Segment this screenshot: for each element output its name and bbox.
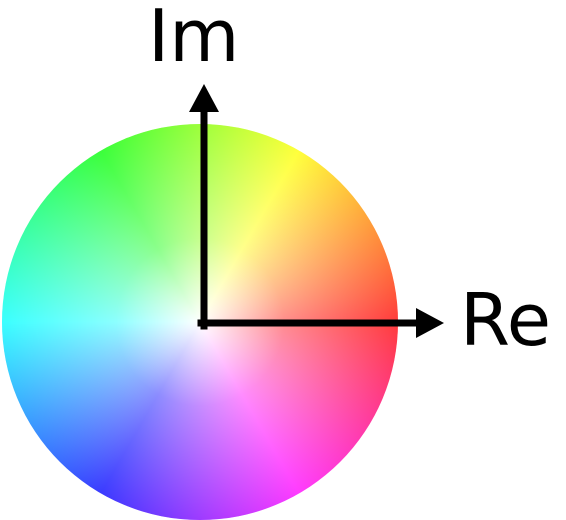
imaginary-axis-arrowhead [189, 84, 219, 112]
imaginary-axis-label: Im [148, 0, 240, 78]
real-axis-label: Re [460, 278, 552, 362]
real-axis-arrowhead [416, 308, 444, 338]
